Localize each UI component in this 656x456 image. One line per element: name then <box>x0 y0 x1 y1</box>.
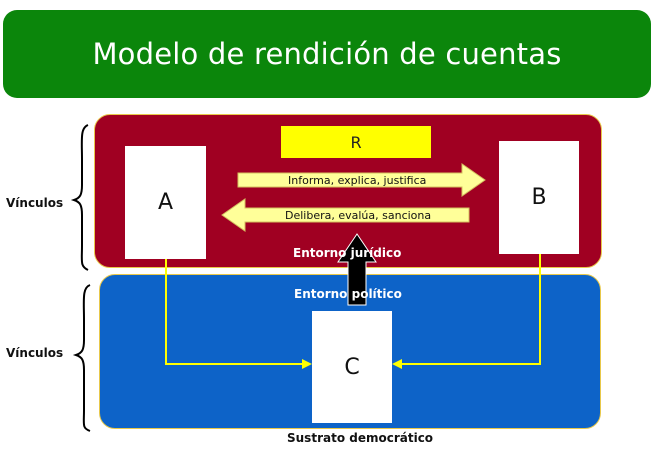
bracket-bottom <box>72 284 91 432</box>
actor-a-box: A <box>125 146 206 259</box>
sustrato-label: Sustrato democrático <box>287 431 434 445</box>
vinculos-label-bottom: Vínculos <box>6 346 64 360</box>
actor-c-label: C <box>344 354 360 380</box>
bracket-top <box>70 124 89 271</box>
informa-arrow <box>237 163 486 197</box>
actor-b-label: B <box>531 185 547 210</box>
delibera-label: Delibera, evalúa, sanciona <box>285 209 432 222</box>
relation-r-label: R <box>350 132 362 152</box>
connector-b-c <box>400 254 541 365</box>
upward-arrow <box>337 233 377 306</box>
title-banner: Modelo de rendición de cuentas <box>3 10 651 98</box>
connector-a-c <box>165 259 304 365</box>
informa-label: Informa, explica, justifica <box>288 174 427 187</box>
actor-b-box: B <box>499 141 579 254</box>
actor-a-label: A <box>157 190 174 215</box>
connector-a-c-head <box>302 359 312 369</box>
actor-c-box: C <box>312 311 392 423</box>
delibera-arrow <box>221 198 470 232</box>
relation-r-box: R <box>281 126 431 158</box>
vinculos-label-top: Vínculos <box>6 196 64 210</box>
entorno-juridico-label: Entorno jurídico <box>293 246 402 260</box>
entorno-politico-label: Entorno político <box>294 287 402 301</box>
connector-b-c-head <box>392 359 402 369</box>
diagram-title: Modelo de rendición de cuentas <box>92 37 562 71</box>
